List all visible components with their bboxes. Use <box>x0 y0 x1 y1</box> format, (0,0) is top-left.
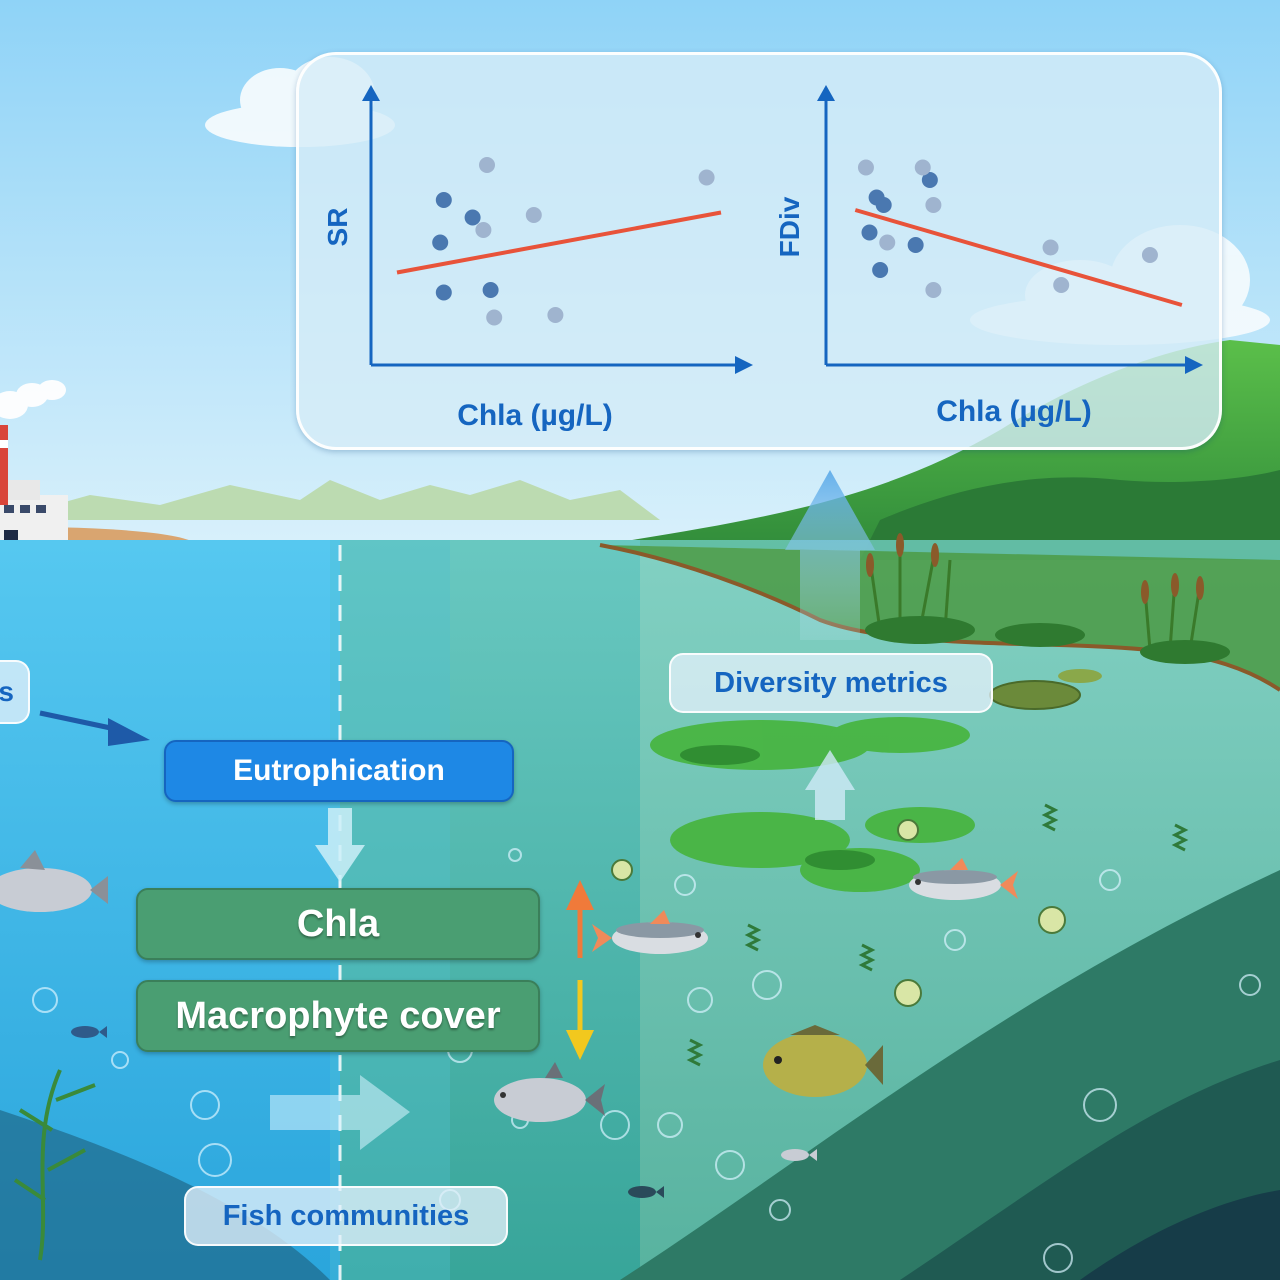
fdiv-data-point <box>1141 247 1158 263</box>
sr-data-point <box>432 234 449 251</box>
sr-x-label: Chla (µg/L) <box>457 399 613 432</box>
fdiv-data-point <box>1042 239 1059 256</box>
inflow-arrow <box>39 710 121 733</box>
sr-trend-line <box>396 210 722 275</box>
fdiv-data-point <box>907 237 924 253</box>
stressor-label-cut: s <box>0 660 30 724</box>
chla-box: Chla <box>136 888 540 960</box>
fdiv-data-point <box>1053 277 1070 293</box>
sr-data-point <box>486 309 503 326</box>
fish-left <box>0 850 108 912</box>
chart-panel: SR Chla (µg/L) FDiv Chla (µg/L) <box>296 52 1222 450</box>
eutrophication-to-chla-arrow <box>315 808 365 882</box>
sr-data-point <box>475 222 492 238</box>
fdiv-data-point <box>872 262 889 278</box>
algae-to-diversity-arrow <box>805 750 855 820</box>
fdiv-trend-line <box>854 208 1183 307</box>
sr-data-point <box>482 282 499 298</box>
macrophyte-cover-box: Macrophyte cover <box>136 980 540 1052</box>
small-fish <box>71 1026 817 1198</box>
fish-crucian <box>763 1025 883 1097</box>
sr-data-point <box>435 192 452 208</box>
fdiv-x-label: Chla (µg/L) <box>936 395 1092 428</box>
fdiv-data-point <box>861 224 878 241</box>
fdiv-data-point <box>921 172 938 188</box>
fdiv-data-point <box>925 282 942 298</box>
fdiv-data-point <box>857 159 874 176</box>
reed-base <box>865 616 1230 664</box>
sr-data-point <box>547 307 564 323</box>
eutrophication-box: Eutrophication <box>164 740 514 802</box>
fdiv-chart: FDiv Chla (µg/L) <box>774 85 1203 428</box>
fdiv-data-point <box>879 234 896 251</box>
sr-data-point <box>479 157 495 173</box>
diversity-to-chart-arrow <box>785 470 875 640</box>
fdiv-data-point <box>925 197 942 213</box>
fish-roach-2 <box>909 858 1018 900</box>
cattails <box>866 533 1204 604</box>
sr-y-label: SR <box>322 208 353 247</box>
distant-hills <box>0 480 660 520</box>
fdiv-y-label: FDiv <box>774 196 805 257</box>
fish-bream <box>494 1062 605 1122</box>
macrophyte-decrease-arrow <box>566 1030 594 1060</box>
diversity-metrics-label: Diversity metrics <box>669 653 993 713</box>
scatter-charts: SR Chla (µg/L) FDiv Chla (µg/L) <box>322 85 1203 432</box>
fish-communities-label: Fish communities <box>184 1186 508 1246</box>
to-fish-arrow <box>270 1075 410 1150</box>
fdiv-data-point <box>914 159 931 176</box>
sr-data-point <box>435 284 452 301</box>
submerged-plant <box>13 1069 96 1261</box>
chla-increase-arrow <box>566 880 594 910</box>
phytoplankton <box>611 803 1189 1067</box>
forest <box>860 470 1280 560</box>
sr-chart: SR Chla (µg/L) <box>322 85 753 432</box>
sr-data-point <box>525 207 542 223</box>
sr-data-point <box>698 169 715 186</box>
fdiv-data-point <box>875 197 892 213</box>
sr-data-point <box>464 209 481 226</box>
fish-roach-1 <box>592 910 708 954</box>
